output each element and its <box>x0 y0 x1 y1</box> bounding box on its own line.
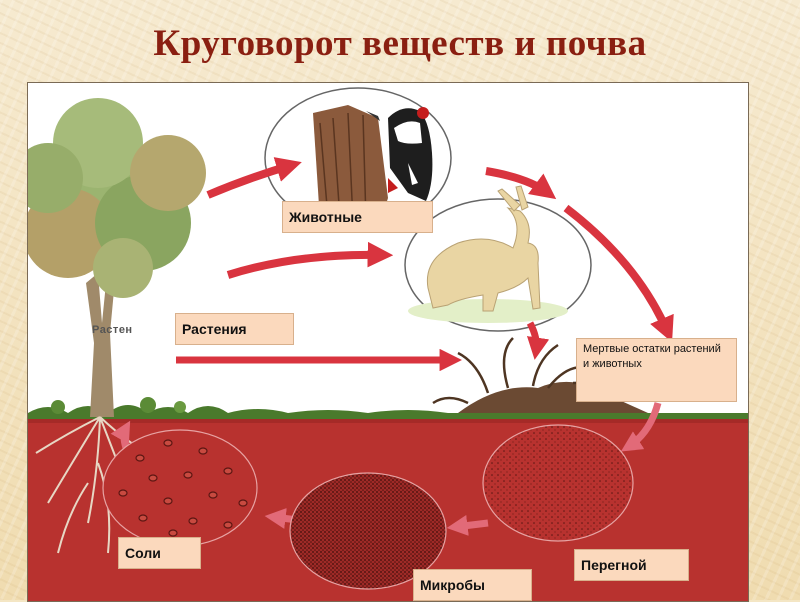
tree-label-stub: Растен <box>92 324 132 336</box>
humus-circle <box>483 425 633 541</box>
cycle-diagram: Растен Животные Растения Мертвые остатки… <box>27 82 749 602</box>
microbes-label: Микробы <box>413 569 532 601</box>
page-title: Круговорот веществ и почва <box>0 22 800 65</box>
humus-label: Перегной <box>574 549 689 581</box>
salts-label: Соли <box>118 537 201 569</box>
animals-label: Животные <box>282 201 433 233</box>
plants-label: Растения <box>175 313 294 345</box>
salts-circle <box>103 430 257 546</box>
dead-remains-label: Мертвые остатки растений и животных <box>576 338 737 402</box>
